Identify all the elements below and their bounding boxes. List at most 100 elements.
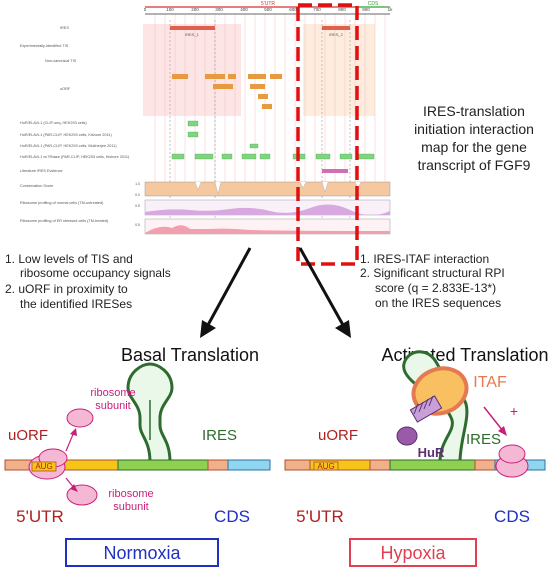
- hur-box: [221, 153, 233, 160]
- hur-box: [187, 120, 199, 127]
- conservation-track: [144, 181, 391, 197]
- utr-label: 5'UTR: [296, 507, 344, 526]
- ribosome-large: [498, 444, 526, 464]
- hur-box: [339, 153, 353, 160]
- uorf-box: [205, 74, 225, 79]
- literature-box: [322, 169, 348, 173]
- arrow-to-activated: [298, 247, 351, 338]
- note-line: 1. Low levels of TIS and: [5, 252, 133, 266]
- track-label: Non-canonical TIS: [45, 59, 77, 63]
- side-title-line: map for the gene: [421, 139, 527, 155]
- ribosome-top-label: subunit: [95, 400, 130, 412]
- aug-box: [31, 461, 57, 472]
- uorf-box: [248, 74, 266, 79]
- note-line: ribosome occupancy signals: [20, 266, 171, 280]
- uorf-box: [172, 74, 188, 79]
- note-line: 1. IRES-ITAF interaction: [360, 252, 489, 266]
- track-label: Conservation Score: [20, 184, 53, 188]
- ruler-tick: 200: [191, 7, 199, 12]
- side-title-line: IRES-translation: [423, 103, 525, 119]
- ires-region-2: [303, 24, 375, 116]
- right-notes: 1. IRES-ITAF interaction 2. Significant …: [360, 252, 505, 310]
- ribosome-bottom-label: ribosome: [108, 488, 153, 500]
- left-notes: 1. Low levels of TIS and ribosome occupa…: [5, 252, 171, 311]
- side-title-line: initiation interaction: [414, 121, 534, 137]
- aug-box: [313, 461, 339, 471]
- normoxia-label: Normoxia: [103, 543, 181, 563]
- note-line: on the IRES sequences: [375, 296, 501, 310]
- note-line: 2. Significant structural RPI: [360, 266, 505, 280]
- ruler-tick: 0: [144, 7, 147, 12]
- arrow-to-basal: [200, 247, 252, 338]
- track-label: HuR/ELAVL1 (PAR-CLIP, HEK293 cells, Kish…: [20, 133, 112, 137]
- hur-box: [249, 143, 259, 149]
- hur-box: [259, 153, 271, 160]
- conservation-axis: 0.0: [135, 193, 140, 197]
- hur-box: [194, 153, 214, 160]
- track-label: HuR/ELAVL1 (CLIP-seq, HEK293 cells): [20, 121, 87, 125]
- spacer-segment: [207, 459, 229, 471]
- cds-label: CDS: [214, 507, 250, 526]
- ires-bar-label: IRES_2: [329, 32, 344, 37]
- track-label: Literature IRES Evidence: [20, 169, 63, 173]
- note-line: 2. uORF in proximity to: [5, 282, 128, 296]
- ruler-tick: 600: [289, 7, 297, 12]
- side-title: IRES-translation initiation interaction …: [414, 103, 534, 173]
- uorf-box: [262, 104, 272, 109]
- basal-title: Basal Translation: [121, 345, 259, 365]
- ribosome-bottom-label: subunit: [113, 501, 148, 513]
- basal-panel: Basal Translation AUG ribosome subunit r…: [4, 345, 271, 567]
- uorf-box: [213, 84, 233, 89]
- ires-label: IRES: [466, 431, 501, 448]
- ruler-tick: 800: [338, 7, 346, 12]
- ruler-tick: 400: [240, 7, 248, 12]
- interaction-map: 0 100 200 300 400 500 600 700 800 900 1k…: [20, 1, 394, 266]
- hur-label: HuR: [418, 445, 445, 460]
- aug-label: AUG: [35, 462, 52, 471]
- track-label: Ribosome profiling of ER stressed cells …: [20, 219, 109, 223]
- hur-box: [315, 153, 331, 160]
- plus-sign: +: [510, 403, 518, 419]
- track-label: Ribosome profiling of normal cells (TM-u…: [20, 201, 104, 205]
- ruler-tick: 1k: [388, 7, 394, 12]
- conservation-axis: 1.0: [135, 182, 140, 186]
- utr-label: 5'UTR: [16, 507, 64, 526]
- hur-shape: [396, 426, 418, 446]
- ruler-tick: 900: [362, 7, 370, 12]
- uorf-label: uORF: [8, 427, 48, 444]
- uorf-box: [250, 84, 265, 89]
- note-line: score (q = 2.833E-13*): [375, 281, 496, 295]
- hypoxia-label: Hypoxia: [380, 543, 446, 563]
- uorf-label: uORF: [318, 427, 358, 444]
- ruler-tick: 500: [264, 7, 272, 12]
- hur-box: [357, 153, 375, 160]
- cds-segment: [227, 459, 271, 471]
- utr-map-label: 5'UTR: [261, 1, 275, 7]
- profile-axis: 0.5: [135, 204, 140, 208]
- ruler-tick: 100: [166, 7, 174, 12]
- cds-map-label: CDS: [368, 1, 379, 7]
- hur-box: [241, 153, 257, 160]
- hypoxia-box: [349, 538, 477, 567]
- ires-bar-1: [170, 26, 215, 30]
- ires-segment: [389, 459, 476, 471]
- cds-label: CDS: [494, 507, 530, 526]
- activated-panel: Activated Translation AUG ITAF HuR + uOR…: [284, 345, 549, 567]
- highlight-box: [296, 3, 359, 266]
- note-line: the identified IRESes: [20, 297, 132, 311]
- uorf-box: [270, 74, 282, 79]
- profile-axis: 0.5: [135, 223, 140, 227]
- ruler-tick: 300: [215, 7, 223, 12]
- track-label: HuR/ELAVL1 w/ RNase (PAR-CLIP, HEK293 ce…: [20, 155, 130, 159]
- spacer-segment: [474, 459, 496, 471]
- hur-box: [171, 153, 185, 160]
- ires-region-1: [143, 24, 241, 116]
- ruler-tick: 700: [313, 7, 321, 12]
- utr-segment: [284, 459, 311, 471]
- spacer-segment: [369, 459, 391, 471]
- ribosome-top-label: ribosome: [90, 387, 135, 399]
- ires-bar-2: [322, 26, 350, 30]
- ires-bar-label: IRES_1: [185, 32, 200, 37]
- uorf-box: [228, 74, 236, 79]
